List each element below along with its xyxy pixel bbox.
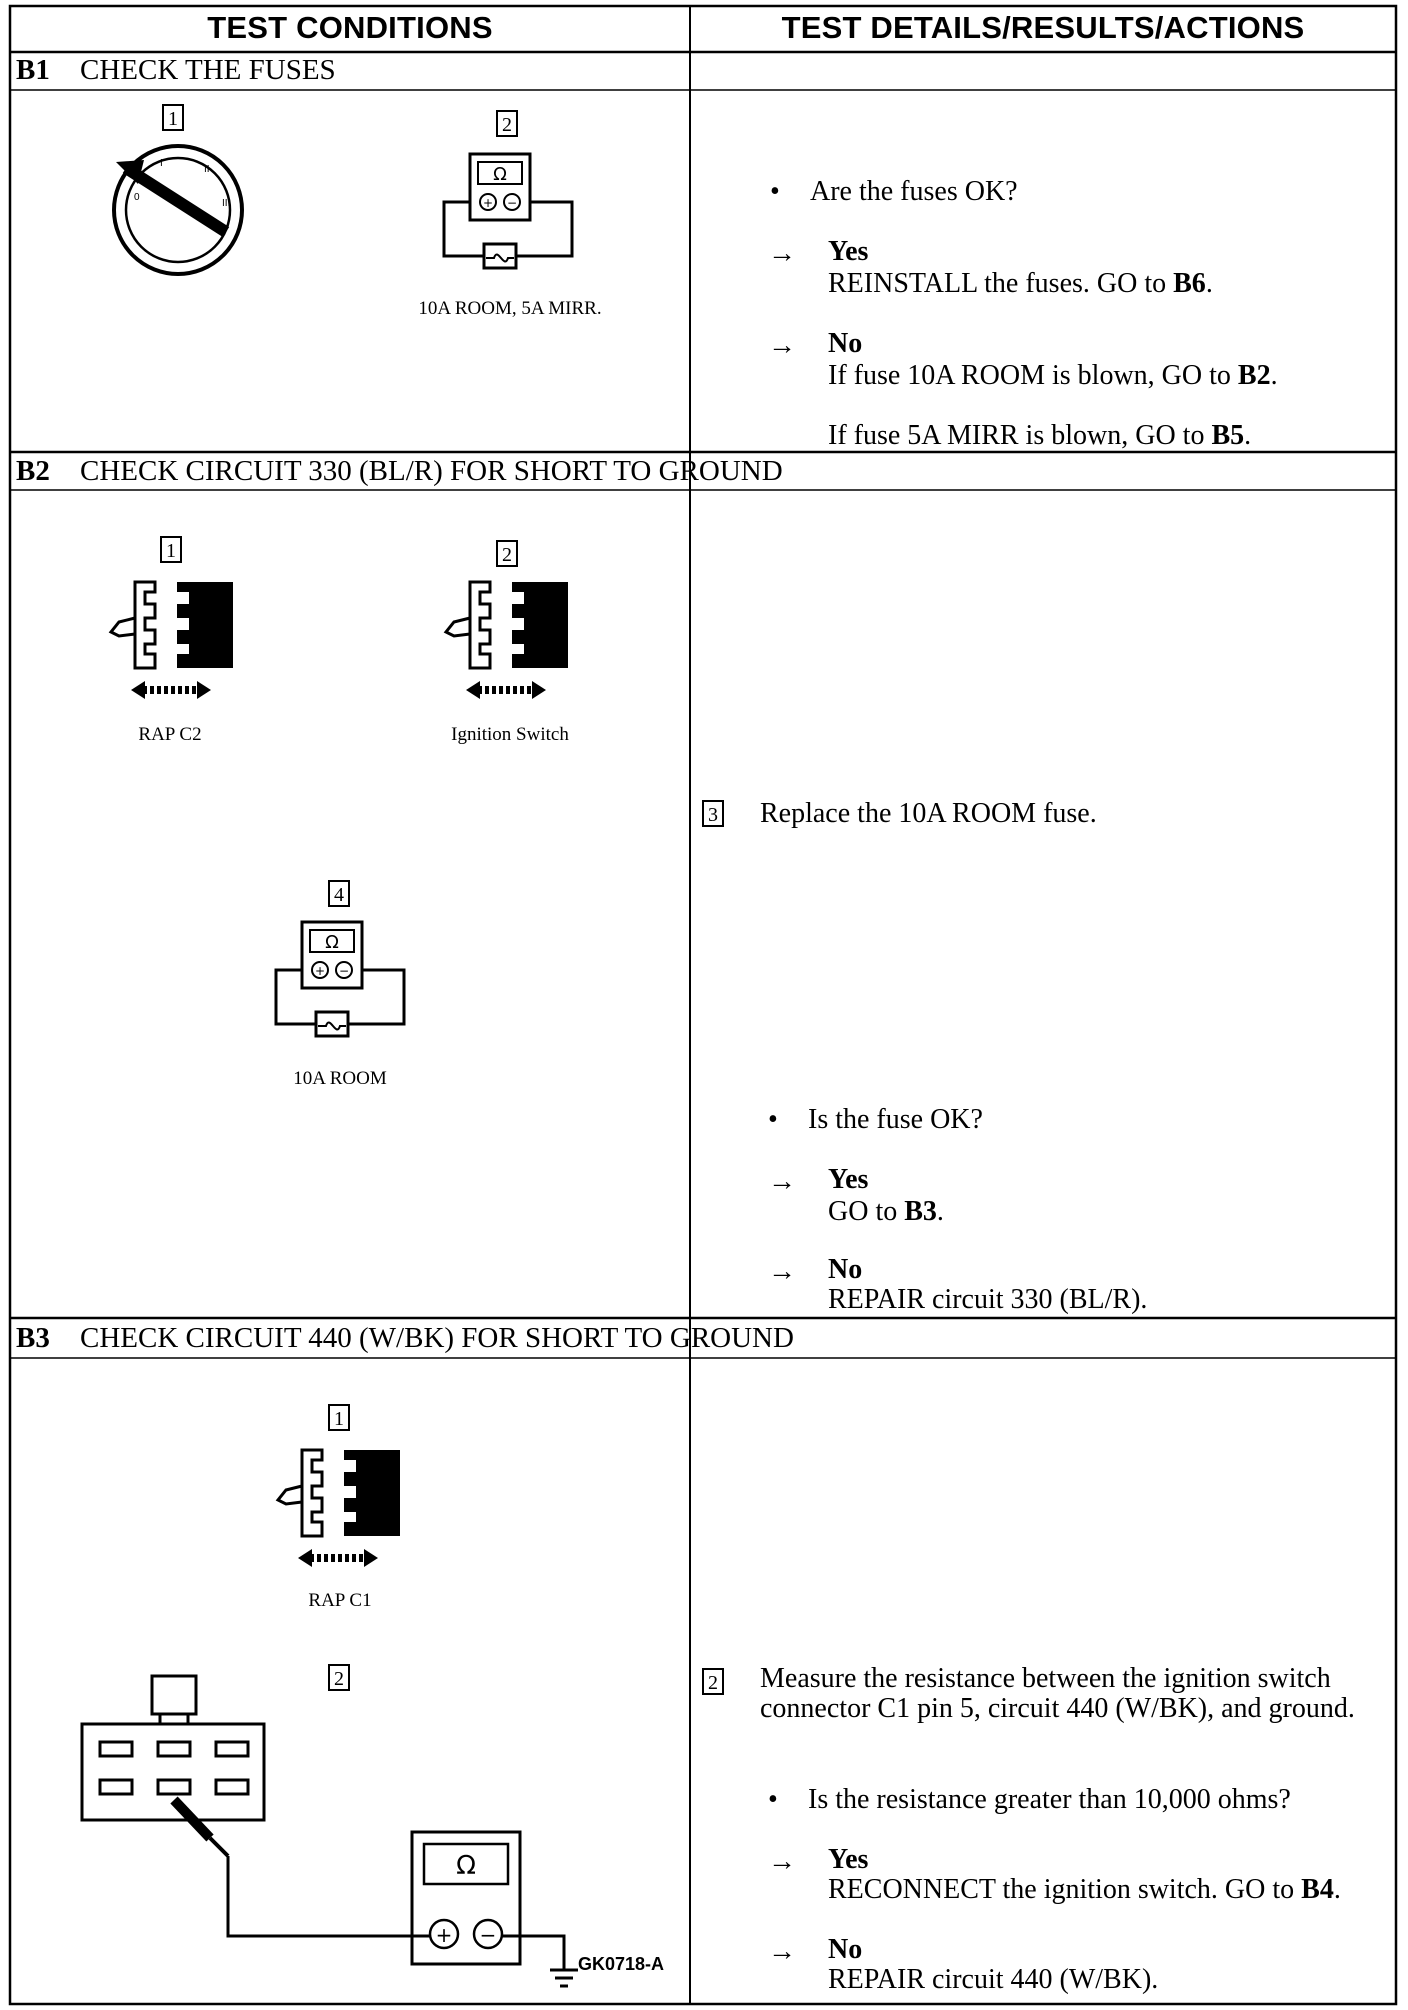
b2-step-3-box: 3 xyxy=(702,800,724,827)
b2-yes-action-ref: B3 xyxy=(904,1196,937,1227)
section-b3-id: B3 xyxy=(16,1322,50,1354)
ohmmeter-fuse-icon: Ω + − xyxy=(274,920,406,1038)
b1-no-arrow: → xyxy=(768,330,796,361)
disconnect-connector-icon xyxy=(443,580,568,699)
b2-question: Is the fuse OK? xyxy=(768,1104,1368,1136)
b2-connector-1-caption: RAP C2 xyxy=(138,724,202,745)
svg-text:Ω: Ω xyxy=(456,1851,476,1881)
b1-no-action-1: If fuse 10A ROOM is blown, GO to B2. xyxy=(828,360,1278,391)
header-test-conditions: TEST CONDITIONS xyxy=(207,10,493,45)
b1-no-action-1-ref: B2 xyxy=(1237,360,1271,391)
b2-yes-action: GO to B3. xyxy=(828,1196,944,1227)
svg-text:+: + xyxy=(315,964,325,978)
svg-text:I: I xyxy=(160,158,163,169)
b2-no-label: No xyxy=(828,1254,863,1285)
b2-yes-label: Yes xyxy=(828,1164,869,1195)
svg-text:−: − xyxy=(480,1923,497,1947)
b1-fuse-caption: 10A ROOM, 5A MIRR. xyxy=(418,298,602,319)
b1-yes-label: Yes xyxy=(828,236,869,267)
svg-text:Ω: Ω xyxy=(493,164,507,185)
b2-step-3-text: Replace the 10A ROOM fuse. xyxy=(760,798,1097,829)
b2-meter-caption: 10A ROOM xyxy=(293,1068,387,1089)
section-b3-title: B3 CHECK CIRCUIT 440 (W/BK) FOR SHORT TO … xyxy=(16,1322,1386,1355)
b3-question: Is the resistance greater than 10,000 oh… xyxy=(768,1784,1388,1816)
section-b1-label: CHECK THE FUSES xyxy=(80,54,336,86)
b1-no-action-2: If fuse 5A MIRR is blown, GO to B5. xyxy=(828,420,1252,451)
b2-yes-arrow: → xyxy=(768,1166,796,1197)
ignition-key-switch-icon: 0 I II III xyxy=(112,144,244,276)
b3-no-label: No xyxy=(828,1934,863,1965)
b1-no-action-2-text: If fuse 5A MIRR is blown, GO to xyxy=(828,420,1212,451)
b1-step-1-box: 1 xyxy=(162,104,184,131)
b3-no-arrow: → xyxy=(768,1936,796,1967)
b2-connector-2-caption: Ignition Switch xyxy=(451,724,569,745)
svg-text:III: III xyxy=(222,198,230,209)
b2-step-1-box: 1 xyxy=(160,536,182,563)
b1-yes-arrow: → xyxy=(768,238,796,269)
b1-no-action-1-text: If fuse 10A ROOM is blown, GO to xyxy=(828,360,1238,391)
b3-step-2-text: Measure the resistance between the ignit… xyxy=(760,1663,1355,1724)
b1-yes-action: REINSTALL the fuses. GO to B6. xyxy=(828,268,1213,299)
b1-no-label: No xyxy=(828,328,863,359)
b3-connector-caption: RAP C1 xyxy=(308,1590,372,1611)
svg-text:+: + xyxy=(483,196,493,210)
b3-yes-label: Yes xyxy=(828,1844,869,1875)
disconnect-connector-icon xyxy=(275,1448,400,1567)
b3-no-action: REPAIR circuit 440 (W/BK). xyxy=(828,1964,1159,1995)
ohmmeter-fuse-icon: Ω + − xyxy=(442,152,574,270)
b1-yes-action-ref: B6 xyxy=(1173,268,1206,299)
connector-probe-ohmmeter-diagram: Ω + − xyxy=(80,1674,578,1988)
svg-text:−: − xyxy=(339,964,349,978)
section-b1-title: B1 CHECK THE FUSES xyxy=(16,54,686,87)
b3-yes-action: RECONNECT the ignition switch. GO to B4. xyxy=(828,1874,1341,1905)
svg-text:II: II xyxy=(204,164,210,175)
header-test-details: TEST DETAILS/RESULTS/ACTIONS xyxy=(781,10,1305,45)
b3-yes-arrow: → xyxy=(768,1846,796,1877)
b2-no-action: REPAIR circuit 330 (BL/R). xyxy=(828,1284,1148,1315)
b3-step-2-box: 2 xyxy=(328,1664,350,1691)
b2-no-arrow: → xyxy=(768,1256,796,1287)
b3-yes-action-text: RECONNECT the ignition switch. GO to xyxy=(828,1874,1302,1905)
svg-text:−: − xyxy=(507,196,517,210)
b2-yes-action-text: GO to xyxy=(828,1196,905,1227)
svg-text:Ω: Ω xyxy=(325,932,339,953)
disconnect-connector-icon xyxy=(108,580,233,699)
b1-question: Are the fuses OK? xyxy=(770,176,1370,208)
section-b2-id: B2 xyxy=(16,455,50,487)
b3-step-1-box: 1 xyxy=(328,1404,350,1431)
svg-text:0: 0 xyxy=(134,192,140,203)
b1-yes-action-text: REINSTALL the fuses. GO to xyxy=(828,268,1174,299)
b3-yes-action-ref: B4 xyxy=(1301,1874,1334,1905)
b3-figure-code: GK0718-A xyxy=(578,1954,665,1974)
b3-step-2-text-box: 2 xyxy=(702,1668,724,1695)
b1-step-2-box: 2 xyxy=(496,110,518,137)
b2-step-2-box: 2 xyxy=(496,540,518,567)
section-b2-label: CHECK CIRCUIT 330 (BL/R) FOR SHORT TO GR… xyxy=(80,455,783,487)
section-b2-title: B2 CHECK CIRCUIT 330 (BL/R) FOR SHORT TO … xyxy=(16,455,1386,488)
b1-no-action-2-ref: B5 xyxy=(1211,420,1245,451)
b2-step-4-box: 4 xyxy=(328,880,350,907)
section-b3-label: CHECK CIRCUIT 440 (W/BK) FOR SHORT TO GR… xyxy=(80,1322,794,1354)
svg-text:+: + xyxy=(436,1923,453,1947)
section-b1-id: B1 xyxy=(16,54,50,86)
